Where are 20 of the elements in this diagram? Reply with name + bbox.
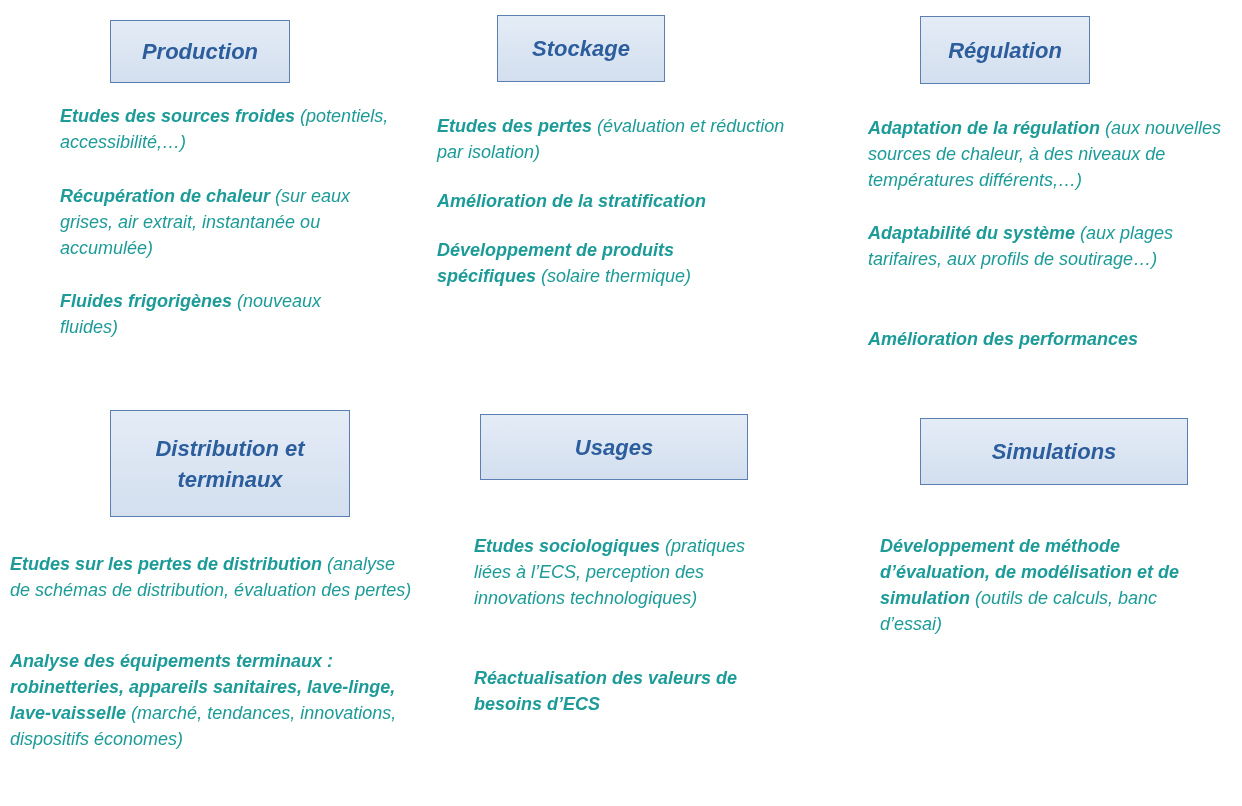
topic-text: Amélioration des performances bbox=[868, 328, 1140, 351]
topic-text: Etudes des pertes (évaluation et réduction par isolation) bbox=[437, 115, 786, 164]
topic-text: Fluides frigorigènes (nouveaux fluides) bbox=[60, 290, 323, 339]
category-header: Production bbox=[110, 20, 290, 83]
category-header: Distribution et terminaux bbox=[110, 410, 350, 517]
category-header: Usages bbox=[480, 414, 748, 480]
topic-text: Réactualisation des valeurs de besoins d’ECS bbox=[474, 667, 739, 716]
topic-text: Développement de méthode d’évaluation, de modélisation et de simulation (outils de calculs, banc d’essai) bbox=[880, 535, 1181, 636]
topic-text: Etudes sur les pertes de distribution (analyse de schémas de distribution, évaluation des pertes) bbox=[10, 553, 413, 602]
topic-text: Etudes des sources froides (potentiels, accessibilité,…) bbox=[60, 105, 390, 154]
topic-text: Analyse des équipements terminaux : robinetteries, appareils sanitaires, lave-linge, lave-vaisselle (marché, tendances, innovations, dispositifs économes) bbox=[10, 650, 398, 751]
topic-text: Etudes sociologiques (pratiques liées à l’ECS, perception des innovations technologiques) bbox=[474, 535, 747, 610]
topic-text: Récupération de chaleur (sur eaux grises, air extrait, instantanée ou accumulée) bbox=[60, 185, 352, 260]
category-header: Stockage bbox=[497, 15, 665, 82]
topic-text: Adaptation de la régulation (aux nouvelles sources de chaleur, à des niveaux de températures différents,…) bbox=[868, 117, 1223, 192]
category-header: Régulation bbox=[920, 16, 1090, 84]
topic-text: Développement de produits spécifiques (solaire thermique) bbox=[437, 239, 693, 288]
topic-text: Adaptabilité du système (aux plages tarifaires, aux profils de soutirage…) bbox=[868, 222, 1175, 271]
category-header: Simulations bbox=[920, 418, 1188, 485]
topic-text: Amélioration de la stratification bbox=[437, 190, 708, 213]
